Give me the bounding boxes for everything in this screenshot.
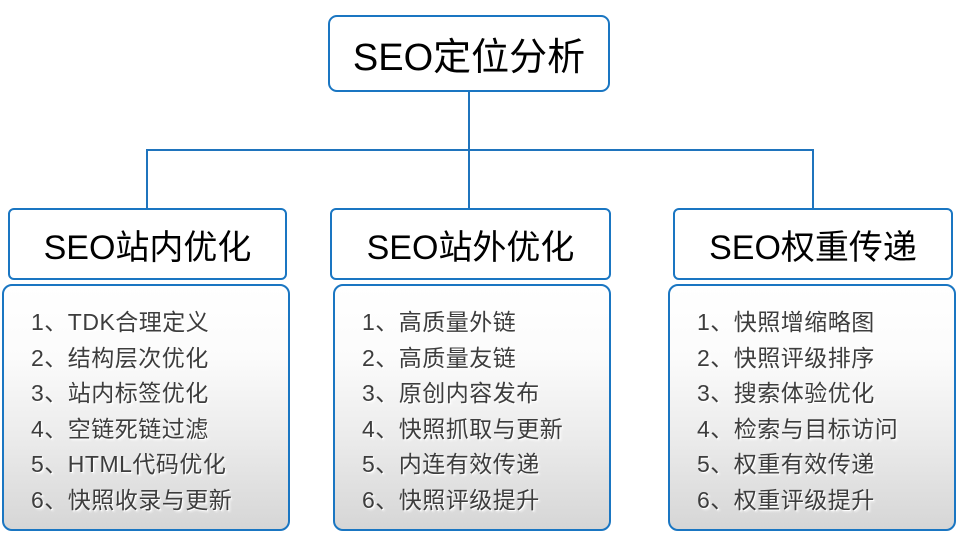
root-title: SEO定位分析 [352, 37, 586, 79]
branch-header-offsite: SEO站外优化 [330, 208, 611, 280]
item-list: 1、TDK合理定义 2、结构层次优化 3、站内标签优化 4、空链死链过滤 5、H… [4, 286, 288, 518]
branch-list-weight: 1、快照增缩略图 2、快照评级排序 3、搜索体验优化 4、检索与目标访问 5、权… [668, 284, 956, 531]
branch-title: SEO权重传递 [709, 228, 917, 267]
branch-header-onsite: SEO站内优化 [8, 208, 287, 280]
connector-drop-right [812, 149, 814, 209]
list-item: 1、TDK合理定义 [31, 309, 210, 335]
root-node: SEO定位分析 [328, 15, 610, 92]
item-list: 1、快照增缩略图 2、快照评级排序 3、搜索体验优化 4、检索与目标访问 5、权… [670, 286, 954, 518]
list-item: 1、快照增缩略图 [697, 309, 875, 335]
list-item: 6、快照评级提升 [362, 486, 540, 513]
branch-header-weight: SEO权重传递 [673, 208, 953, 280]
list-item: 5、HTML代码优化 [31, 451, 227, 477]
list-item: 5、权重有效传递 [697, 451, 875, 477]
branch-title: SEO站外优化 [366, 228, 575, 267]
branch-title: SEO站内优化 [43, 228, 252, 267]
list-item: 4、空链死链过滤 [31, 415, 209, 442]
connector-root-vertical [468, 92, 470, 150]
list-item: 4、快照抓取与更新 [362, 415, 564, 442]
branch-list-offsite: 1、高质量外链 2、高质量友链 3、原创内容发布 4、快照抓取与更新 5、内连有… [333, 284, 611, 531]
list-item: 6、权重评级提升 [697, 486, 875, 513]
list-item: 2、结构层次优化 [31, 344, 209, 371]
list-item: 2、快照评级排序 [697, 344, 875, 371]
list-item: 3、搜索体验优化 [697, 380, 875, 406]
branch-list-onsite: 1、TDK合理定义 2、结构层次优化 3、站内标签优化 4、空链死链过滤 5、H… [2, 284, 290, 531]
list-item: 2、高质量友链 [362, 344, 517, 371]
list-item: 1、高质量外链 [362, 309, 517, 335]
list-item: 3、站内标签优化 [31, 380, 209, 406]
connector-horizontal [146, 149, 814, 151]
list-item: 5、内连有效传递 [362, 451, 540, 477]
connector-drop-middle [468, 149, 470, 209]
item-list: 1、高质量外链 2、高质量友链 3、原创内容发布 4、快照抓取与更新 5、内连有… [335, 286, 609, 518]
list-item: 6、快照收录与更新 [31, 486, 233, 513]
connector-drop-left [146, 149, 148, 209]
list-item: 3、原创内容发布 [362, 380, 540, 406]
list-item: 4、检索与目标访问 [697, 415, 899, 442]
